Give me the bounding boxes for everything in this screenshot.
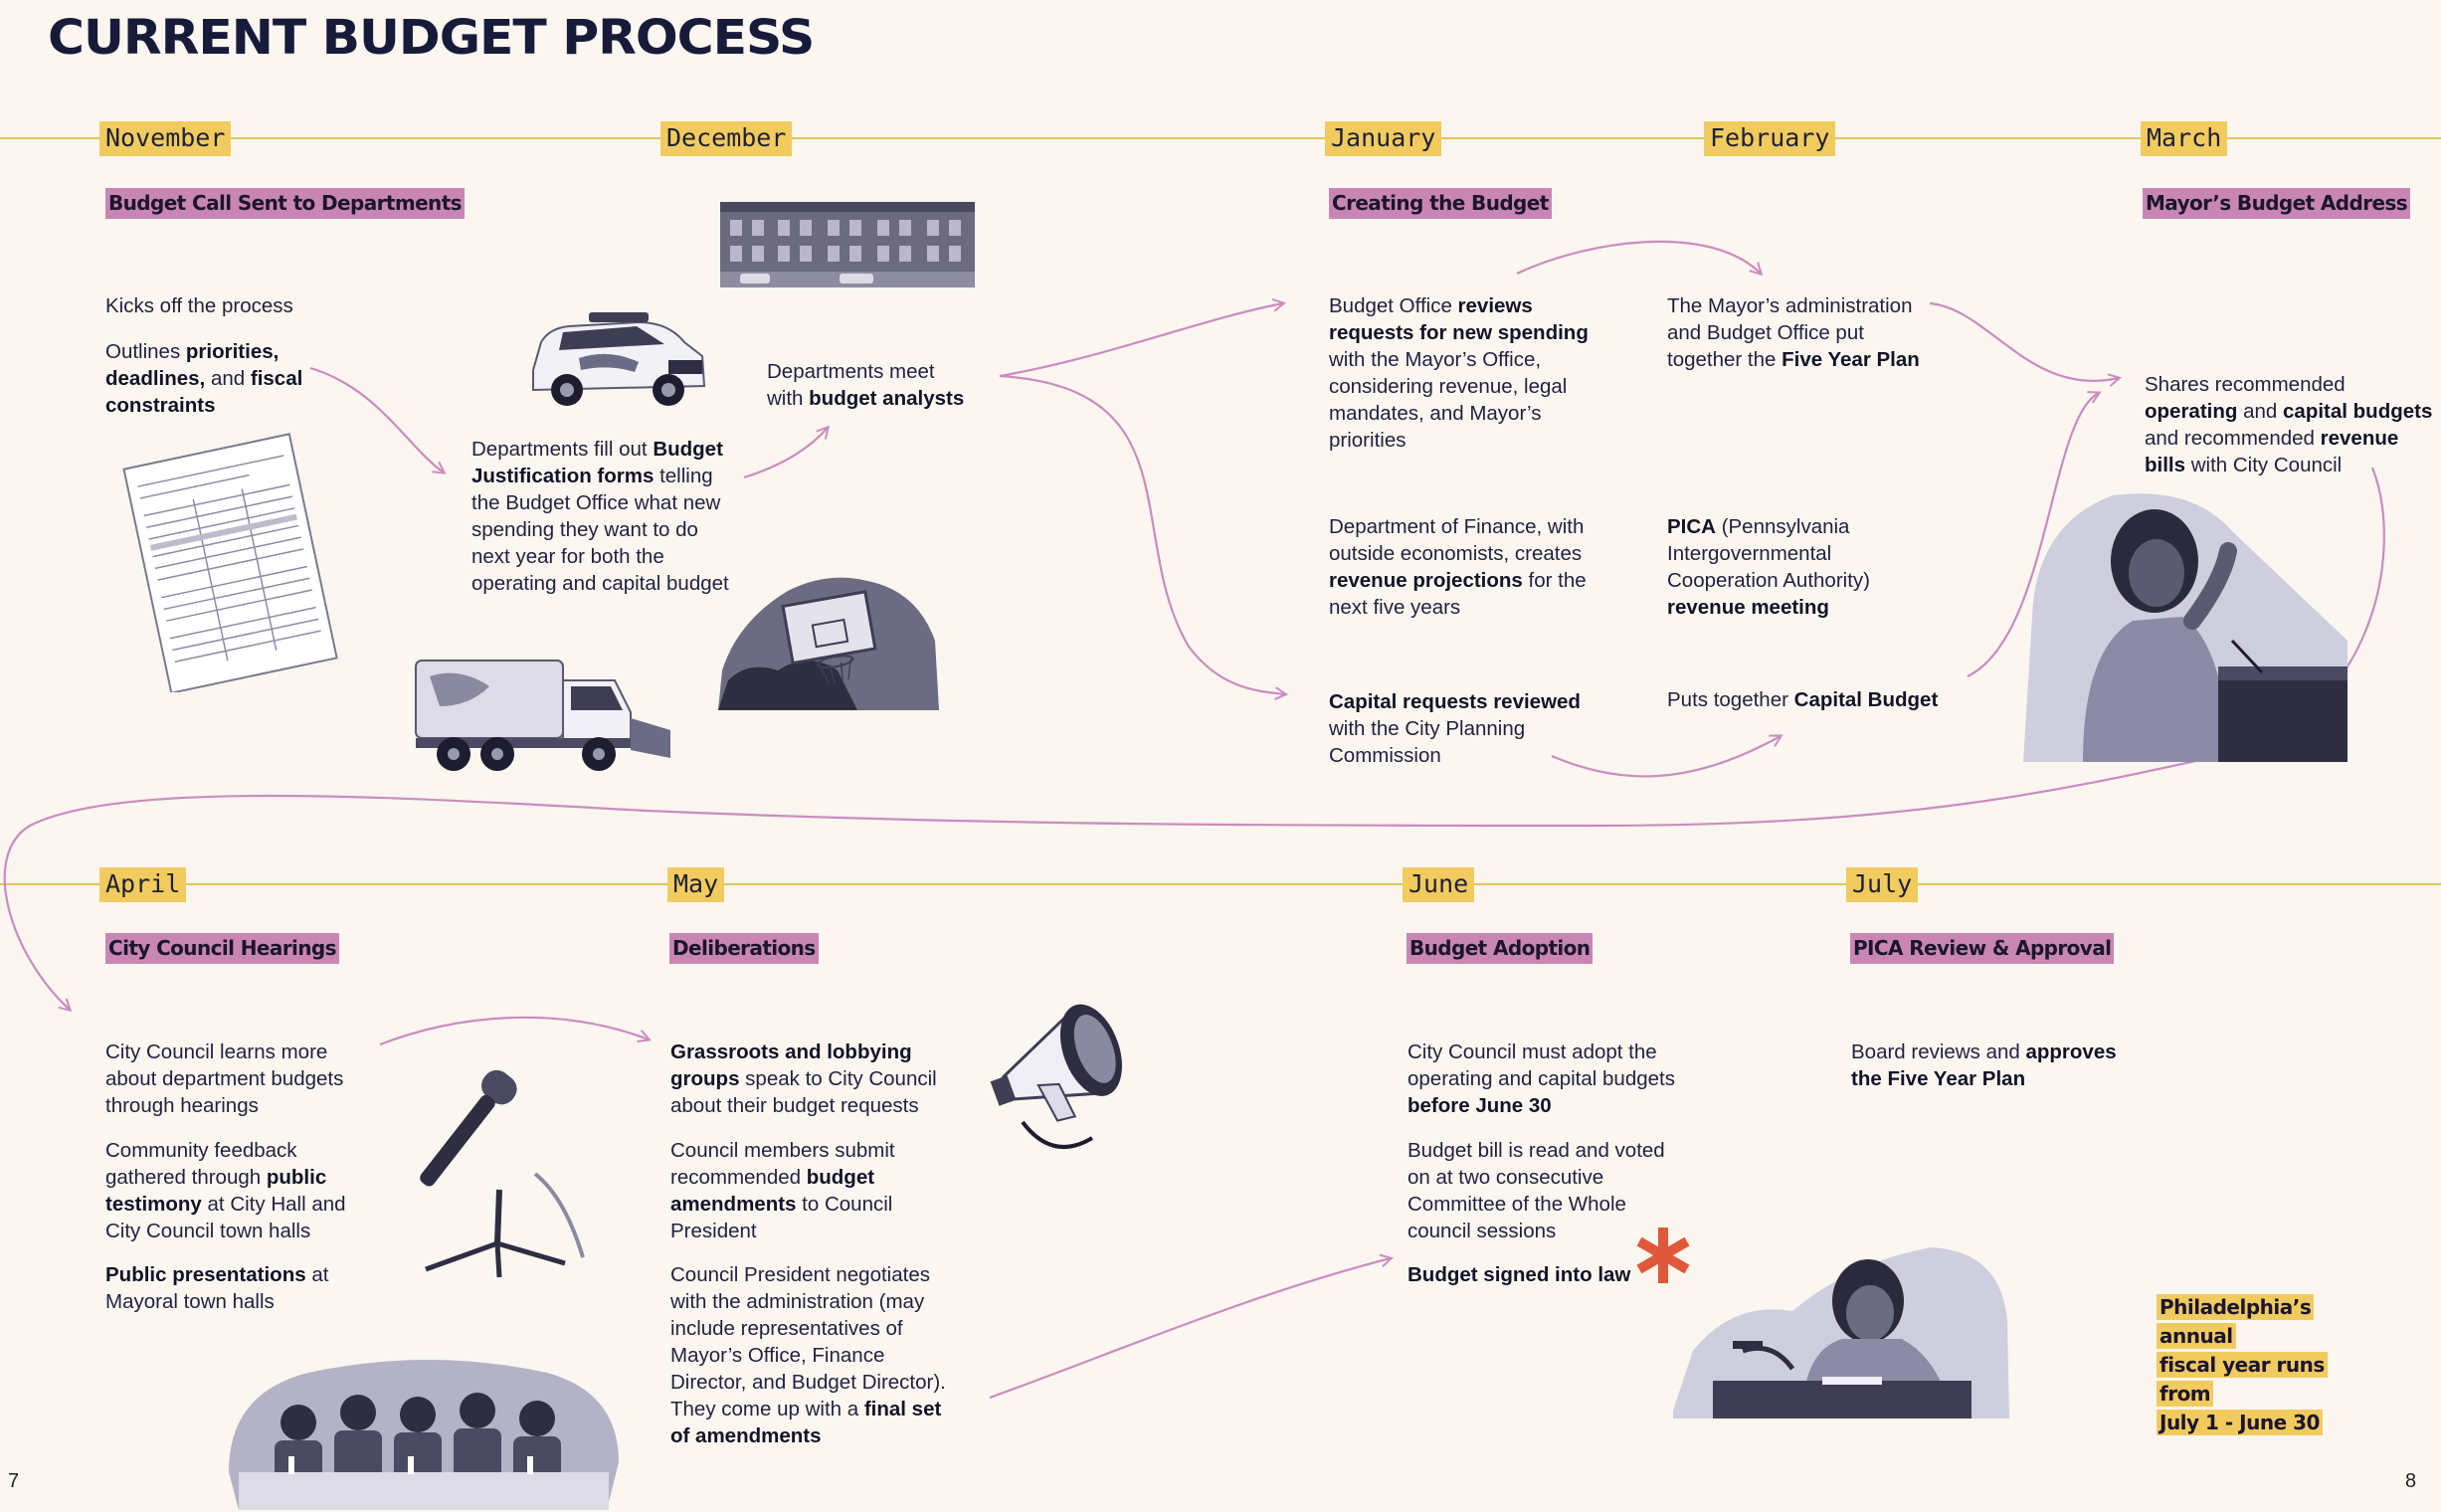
mayor-address-photo (2023, 493, 2347, 762)
justification-form-photo (122, 433, 338, 692)
arrow-capital-to-puts (1551, 736, 1781, 778)
heading-council-hearings: City Council Hearings (105, 933, 339, 964)
text-signed-into-law: Budget signed into law (1408, 1263, 1631, 1286)
heading-creating-budget: Creating the Budget (1329, 188, 1552, 219)
timeline-top (0, 137, 2441, 139)
text-five-year-plan: The Mayor’s administration and Budget Of… (1667, 294, 1920, 371)
text-public-presentations: Public presentations at Mayoral town hal… (105, 1263, 329, 1313)
text-capital-budget: Puts together Capital Budget (1667, 688, 1939, 711)
text-council-members-submit: Council members submit recommended budge… (670, 1139, 895, 1242)
text-shares-recommended: Shares recommended operating and capital… (2145, 373, 2433, 476)
text-pica-revenue-meeting: PICA (Pennsylvania Intergovernmental Coo… (1667, 515, 1870, 619)
arrow-jan-to-feb (1516, 240, 1761, 274)
text-revenue-projections: Department of Finance, with outside econ… (1329, 515, 1587, 619)
council-hearing-photo (229, 1360, 619, 1510)
month-november: November (99, 121, 232, 156)
arrow-may-to-june (989, 1258, 1391, 1400)
text-capital-requests: Capital requests reviewed with the City … (1329, 690, 1581, 767)
arrow-meet-to-capital (999, 374, 1285, 694)
arrow-puts-to-march (1967, 393, 2099, 677)
text-budget-bill: Budget bill is read and voted on at two … (1408, 1139, 1665, 1242)
text-meet-analysts: Departments meet with budget analysts (767, 360, 965, 410)
garbage-truck-photo (415, 660, 670, 771)
text-council-president: Council President negotiates with the ad… (670, 1263, 946, 1447)
text-board-approves: Board reviews and approves the Five Year… (1851, 1040, 2117, 1090)
arrow-meet-to-review (999, 303, 1283, 378)
month-april: April (99, 867, 187, 902)
month-december: December (660, 121, 793, 156)
text-outlines: Outlines priorities, deadlines, and fisc… (105, 340, 303, 417)
rowhouses-photo (720, 202, 975, 287)
month-february: February (1704, 121, 1836, 156)
month-june: June (1403, 867, 1475, 902)
arrow-april-to-may (379, 1016, 649, 1046)
text-grassroots: Grassroots and lobbying groups speak to … (670, 1040, 937, 1117)
arrow-forms-to-meet (743, 428, 828, 479)
text-kicks-off: Kicks off the process (105, 294, 293, 317)
text-council-learns: City Council learns more about departmen… (105, 1040, 344, 1117)
month-july: July (1846, 867, 1919, 902)
microphone-photo (420, 1069, 585, 1278)
text-must-adopt: City Council must adopt the operating an… (1408, 1040, 1675, 1117)
megaphone-photo (990, 1004, 1122, 1149)
page-number-right: 8 (2405, 1470, 2417, 1492)
heading-budget-call: Budget Call Sent to Departments (105, 188, 465, 219)
heading-budget-address: Mayor’s Budget Address (2143, 188, 2411, 219)
arrow-feb-to-march (1929, 301, 2119, 381)
heading-budget-adoption: Budget Adoption (1407, 933, 1594, 964)
text-community-feedback: Community feedback gathered through publ… (105, 1139, 346, 1242)
page-title: CURRENT BUDGET PROCESS (48, 10, 815, 66)
police-car-photo (532, 312, 706, 406)
arrow-nov-to-forms (309, 366, 444, 472)
month-january: January (1325, 121, 1442, 156)
heading-deliberations: Deliberations (669, 933, 819, 964)
text-budget-office-reviews: Budget Office reviews requests for new s… (1329, 294, 1589, 452)
timeline-bottom (0, 883, 2441, 885)
text-justification-forms: Departments fill out Budget Justificatio… (471, 438, 729, 595)
month-may: May (667, 867, 725, 902)
page-number-left: 7 (8, 1470, 20, 1492)
asterisk-icon (1636, 1228, 1690, 1283)
heading-pica-review: PICA Review & Approval (1850, 933, 2115, 964)
budget-signing-photo (1673, 1247, 2009, 1418)
basketball-hoop-photo (718, 577, 939, 710)
month-march: March (2141, 121, 2228, 156)
